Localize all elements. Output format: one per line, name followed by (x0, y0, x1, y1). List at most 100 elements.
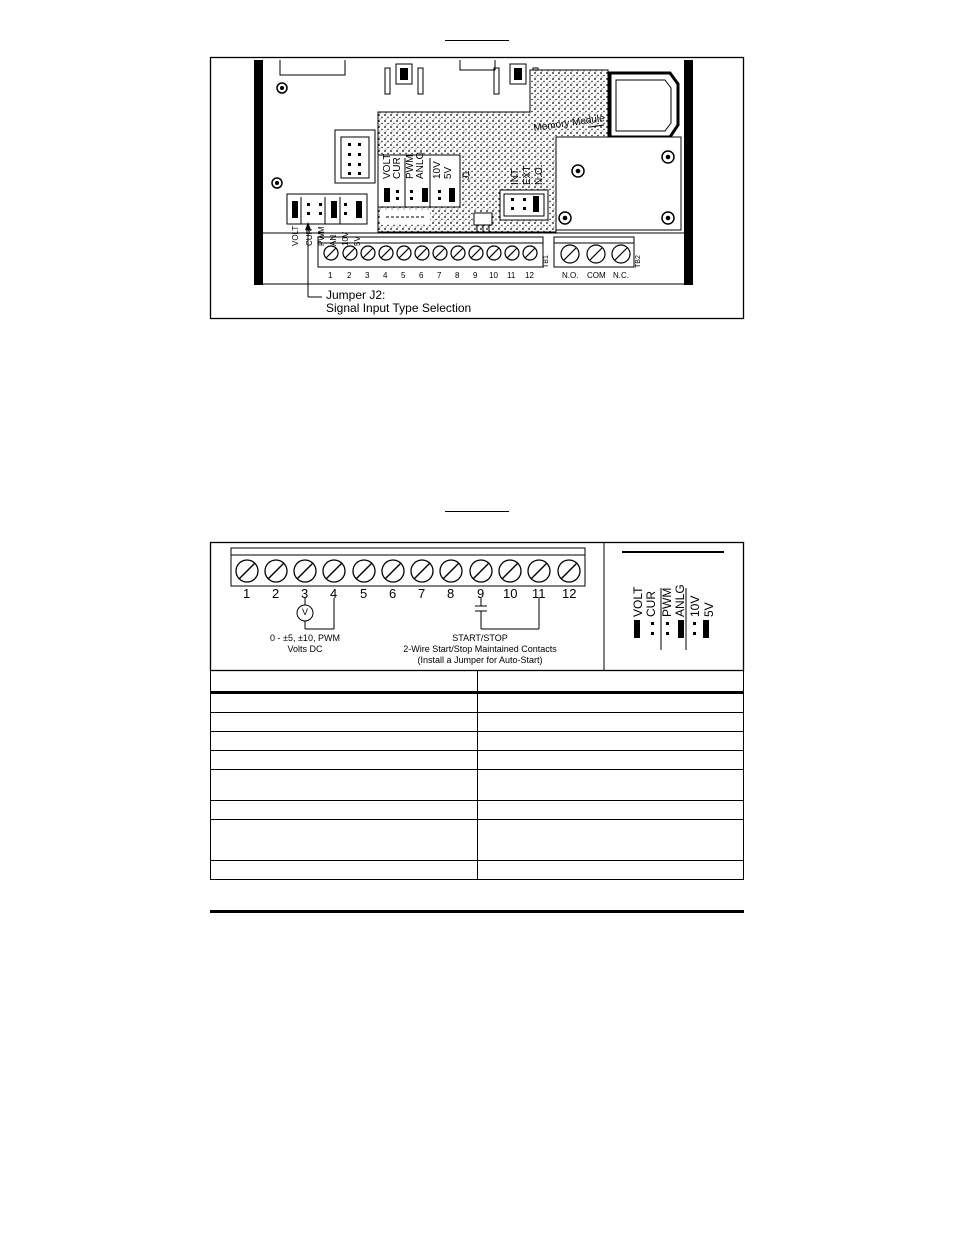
svg-text:VOLT: VOLT (291, 226, 300, 246)
tb1-num: 10 (489, 271, 498, 280)
table-cell (210, 712, 478, 732)
input-caption-line1: 0 - ±5, ±10, PWM (270, 633, 340, 643)
terminal-number: 11 (532, 586, 546, 601)
terminal-number: 3 (301, 586, 309, 601)
figure2-wiring-diagram (209, 541, 745, 672)
figure2-jumper-pins (634, 620, 709, 638)
svg-text:ANLG: ANLG (415, 152, 426, 179)
table-cell (477, 800, 744, 820)
table-cell (477, 750, 744, 770)
tb1-num: 5 (401, 271, 406, 280)
enclosure-right-wall (684, 60, 693, 285)
tb1-num: 8 (455, 271, 460, 280)
table-cell (210, 819, 478, 861)
table-cell (477, 819, 744, 861)
jumper-j2-pins (292, 201, 362, 218)
tb2-id: TB2 (635, 255, 642, 268)
startstop-caption: START/STOP 2-Wire Start/Stop Maintained … (390, 633, 570, 666)
terminal-number: 5 (360, 586, 368, 601)
jumper-label-cur: CUR (644, 591, 658, 617)
j2-callout-line1: Jumper J2: (326, 288, 386, 302)
table-cell (210, 769, 478, 801)
table-cell (477, 670, 744, 694)
table-row (210, 819, 744, 861)
table-row (210, 800, 744, 820)
terminal-screws (235, 559, 581, 583)
tb1-num: 1 (328, 271, 333, 280)
table-row (210, 712, 744, 732)
j2-callout-line2: Signal Input Type Selection (326, 301, 472, 315)
figure1-frame (209, 56, 745, 320)
terminal-number: 4 (330, 586, 338, 601)
table-row (210, 860, 744, 880)
table-cell (477, 731, 744, 751)
terminal-number: 8 (447, 586, 455, 601)
tb2-label: COM (587, 271, 606, 280)
tb1-num: 11 (507, 271, 516, 280)
jumper-j1-labels: VOLT CUR PWM ANLG 10V 5V (382, 152, 454, 179)
tb1-num: 9 (473, 271, 478, 280)
input-caption-line2: Volts DC (287, 644, 323, 654)
svg-text:10V: 10V (341, 231, 350, 246)
svg-text:CUR: CUR (305, 228, 314, 246)
terminal-number: 9 (477, 586, 485, 601)
svg-text:PWM: PWM (405, 155, 416, 179)
input-caption: 0 - ±5, ±10, PWM Volts DC (250, 633, 360, 655)
jumper-j3-labels: INT EXT N.O. (510, 164, 545, 185)
tb1-num: 2 (347, 271, 352, 280)
jumper-j2-labels: VOLT CUR PWM AN 10V 5V (291, 226, 362, 246)
spec-table (210, 670, 744, 880)
svg-text:EXT: EXT (522, 166, 533, 185)
tb1-strip (317, 236, 544, 268)
jumper-label-5v: 5V (702, 602, 716, 617)
table-cell (477, 769, 744, 801)
voltmeter-label: V (302, 607, 309, 617)
table-cell (210, 750, 478, 770)
svg-text:VOLT: VOLT (382, 154, 393, 179)
startstop-line1: START/STOP (452, 633, 508, 643)
table-row (210, 750, 744, 770)
terminal-number: 2 (272, 586, 280, 601)
table-cell (477, 712, 744, 732)
terminal-strip (230, 547, 586, 587)
jumper-label-pwm: PWM (660, 587, 674, 617)
terminal-number: 12 (562, 586, 577, 601)
enclosure-left-wall (254, 60, 263, 285)
jumper-j1-pins (384, 188, 455, 202)
startstop-line2: 2-Wire Start/Stop Maintained Contacts (403, 644, 557, 654)
startstop-line3: (Install a Jumper for Auto-Start) (417, 655, 543, 665)
section-divider (210, 910, 744, 913)
tb1-num: 4 (383, 271, 388, 280)
svg-text:10V: 10V (432, 161, 443, 179)
table-row (210, 769, 744, 801)
table-row (210, 731, 744, 751)
jumper-label-volt: VOLT (631, 586, 645, 617)
tb1-id: TB1 (543, 255, 550, 268)
table-row (210, 670, 744, 694)
table-cell (477, 860, 744, 880)
table-cell (210, 800, 478, 820)
table-cell (210, 860, 478, 880)
terminal-number: 7 (418, 586, 426, 601)
svg-text:N.O.: N.O. (534, 164, 545, 185)
jumper-label-anlg: ANLG (673, 584, 687, 617)
j2-callout-text: Jumper J2: Signal Input Type Selection (326, 289, 471, 315)
table-cell (210, 731, 478, 751)
j1-id: J1 (461, 170, 471, 180)
tb1-num: 6 (419, 271, 424, 280)
svg-text:5V: 5V (353, 236, 362, 246)
tb2-strip (553, 236, 635, 268)
tb2-label: N.O. (562, 271, 579, 280)
tb2-label: N.C. (613, 271, 629, 280)
table-cell (210, 692, 478, 713)
svg-text:INT: INT (510, 169, 521, 185)
tb1-num: 7 (437, 271, 442, 280)
svg-text:5V: 5V (443, 166, 454, 179)
jumper-label-10v: 10V (688, 595, 702, 617)
tb1-num: 3 (365, 271, 370, 280)
table-row (210, 692, 744, 713)
svg-text:PWM: PWM (317, 226, 326, 246)
terminal-number: 10 (503, 586, 518, 601)
figure1-board-diagram: Memory Module VOLT CUR PWM ANLG 10V 5V J… (209, 56, 745, 320)
figure1-title-rule (445, 40, 509, 41)
